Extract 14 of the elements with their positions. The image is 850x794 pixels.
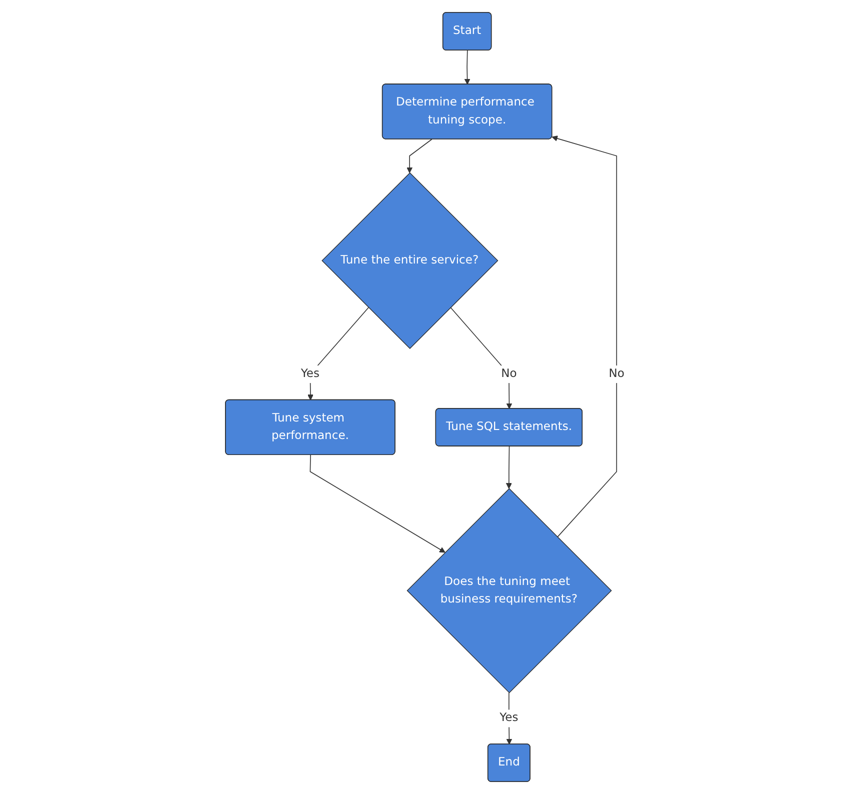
arrow: [506, 692, 512, 745]
arrow: [308, 307, 369, 400]
edge-label: No: [608, 366, 625, 380]
arrow: [450, 307, 512, 409]
arrow: [464, 50, 470, 85]
node-diamond: Tune the entire service?: [322, 172, 498, 349]
edge-label: Yes: [500, 711, 518, 725]
arrow: [310, 454, 446, 553]
arrow: [552, 136, 618, 538]
edge-label: Yes: [300, 366, 320, 380]
node-diamond: Does the tuning meet business requirements?: [406, 488, 612, 694]
arrow: [406, 138, 432, 174]
edge-label: No: [501, 366, 517, 380]
arrow: [506, 446, 512, 489]
